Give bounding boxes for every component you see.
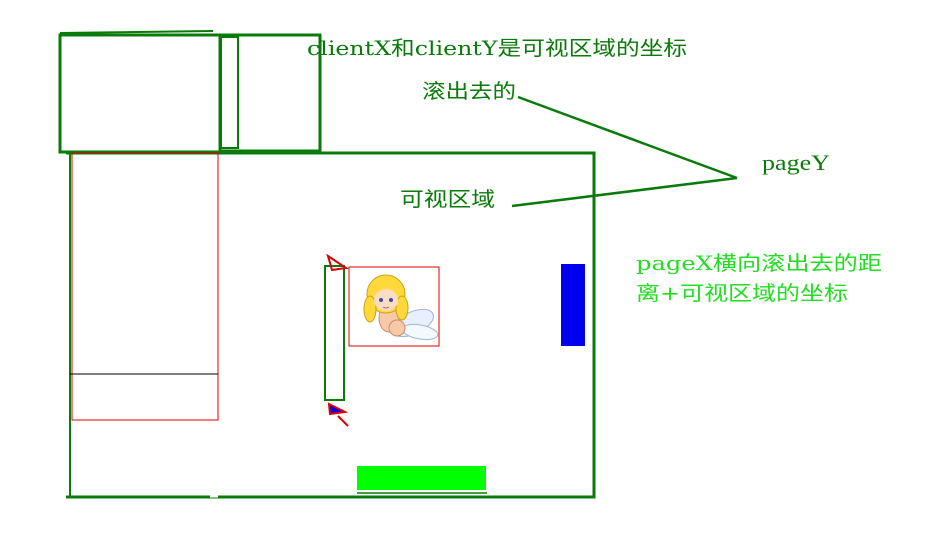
vertical-scroll-thumb <box>561 264 585 346</box>
page-outline-box <box>71 152 219 421</box>
scrolled-out-strip <box>220 36 239 149</box>
page-x-label-line2: 离+可视区域的坐标 <box>636 281 848 305</box>
pointer-line-visible <box>511 176 738 208</box>
horizontal-scroll-bar <box>357 466 486 490</box>
scroll-track <box>324 265 345 401</box>
triangle-up-marker-icon <box>326 253 349 272</box>
visible-area-label: 可视区域 <box>400 187 495 211</box>
pointer-line-scrolled <box>517 95 738 180</box>
client-coords-label: clientX和clientY是可视区域的坐标 <box>307 36 687 60</box>
page-x-label-line1: pageX横向滚出去的距 <box>636 251 882 275</box>
triangle-down-marker-icon <box>327 402 349 427</box>
pointer-lines <box>511 95 738 208</box>
viewport-frame <box>66 151 596 499</box>
viewport-region <box>66 151 596 499</box>
top-edge-line <box>59 30 214 34</box>
angel-picture-icon <box>348 266 440 347</box>
scrolled-out-region <box>58 30 322 154</box>
scrolled-out-box-right <box>218 33 322 153</box>
scrolled-out-box-left <box>58 33 222 154</box>
scrolled-out-label: 滚出去的 <box>422 79 516 103</box>
page-y-label: pageY <box>762 150 830 175</box>
